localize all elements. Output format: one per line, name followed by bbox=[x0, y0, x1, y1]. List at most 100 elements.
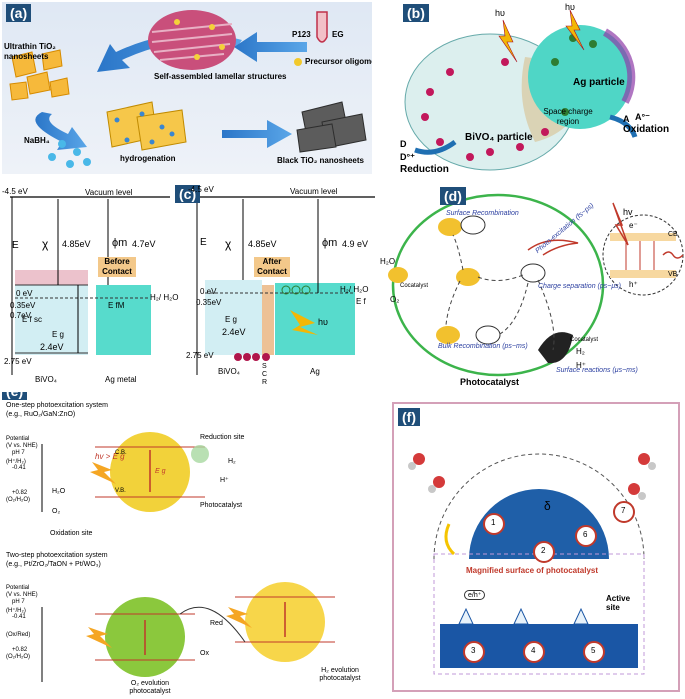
before-contact: Before Contact bbox=[98, 257, 136, 277]
phi-val-left: 4.7eV bbox=[132, 239, 156, 249]
panel-d: (d) hv Surface Recombination Photo-excit… bbox=[378, 185, 685, 390]
hydrogenation-label: hydrogenation bbox=[120, 154, 176, 163]
hplus-d: H⁺ bbox=[576, 361, 586, 370]
scr-label-c: S C R bbox=[262, 363, 268, 386]
o2h2o-1: (O₂/H₂O) bbox=[6, 497, 30, 503]
ag-right: Ag bbox=[310, 367, 320, 376]
panel-c-tag: (c) bbox=[175, 185, 201, 203]
hv2-label: hυ bbox=[565, 2, 575, 12]
charge-sep-label: Charge separation (ps~μs) bbox=[538, 283, 622, 290]
neg45-right: -4.5 eV bbox=[188, 185, 214, 194]
panel-f-tag: (f) bbox=[398, 408, 420, 426]
hv-c: hυ bbox=[318, 317, 328, 327]
e-right: E bbox=[200, 237, 207, 248]
vs-nhe-2: (V vs. NHE) bbox=[6, 592, 38, 598]
panel-a-tag: (a) bbox=[6, 4, 32, 22]
eg-val-right: 2.4eV bbox=[222, 327, 246, 337]
bivo4-right: BiVO₄ bbox=[218, 367, 240, 376]
ef-right: E f bbox=[356, 297, 366, 306]
bivo4-label: BiVO₄ particle bbox=[465, 132, 533, 143]
scr-label: Space charge region bbox=[543, 107, 593, 126]
ag-particle bbox=[528, 25, 632, 129]
panel-a-illustration bbox=[9, 10, 367, 168]
eg-val-left: 2.4eV bbox=[40, 342, 64, 352]
p082-2: +0.82 bbox=[12, 647, 28, 653]
phi-val-right: 4.9 eV bbox=[342, 239, 369, 249]
chi-val-right: 4.85eV bbox=[248, 239, 277, 249]
surf-rec-label: Surface Recombination bbox=[446, 210, 519, 217]
h2-1: H₂ bbox=[228, 458, 236, 465]
panel-b: (b) hυ hυ Ag particle Space charge regio… bbox=[395, 2, 681, 180]
num-1: 1 bbox=[491, 518, 496, 527]
ph7-1: pH 7 bbox=[12, 450, 25, 456]
hplus-1: H⁺ bbox=[220, 477, 229, 484]
oligomer-label: Precursor oligomer bbox=[305, 57, 372, 66]
delta-label: δ bbox=[544, 499, 551, 513]
panel-b-illustration bbox=[404, 9, 638, 171]
vac-right: Vacuum level bbox=[290, 187, 338, 196]
v07-left: 0.7eV bbox=[10, 311, 31, 320]
ph7-2: pH 7 bbox=[12, 599, 25, 605]
reduction-label: Reduction bbox=[400, 164, 449, 175]
after-contact: After Contact bbox=[254, 257, 290, 277]
h2-evo-label: H₂ evolution photocatalyst bbox=[319, 667, 361, 682]
o2-1: O₂ bbox=[52, 508, 61, 515]
panel-e-tag: (e) bbox=[2, 392, 28, 400]
ultrathin-label: Ultrathin TiO₂ nanosheets bbox=[4, 42, 56, 61]
ag-particle-label: Ag particle bbox=[573, 77, 625, 88]
m041-2: -0.41 bbox=[12, 614, 26, 620]
eg-label: EG bbox=[332, 30, 344, 39]
num-5: 5 bbox=[591, 646, 596, 655]
o2h2o-2: (O₂/H₂O) bbox=[6, 654, 30, 660]
electron-ovals bbox=[460, 215, 546, 345]
zero-right: 0 eV bbox=[200, 287, 217, 296]
surf-react-label: Surface reactions (μs~ms) bbox=[556, 367, 638, 374]
vac-left: Vacuum level bbox=[85, 188, 133, 197]
chi-val-left: 4.85eV bbox=[62, 239, 91, 249]
neg45-left: -4.5 eV bbox=[2, 187, 28, 196]
one-step-title: One-step photoexcitation system bbox=[6, 402, 108, 409]
num-6: 6 bbox=[583, 530, 588, 539]
a-label: A bbox=[623, 114, 630, 124]
magnified-label: Magnified surface of photocatalyst bbox=[466, 566, 599, 575]
active-site-label: Active site bbox=[606, 594, 631, 612]
hydrogenated-sheets bbox=[106, 101, 187, 151]
h2-d: H₂ bbox=[576, 347, 585, 356]
phi-right: ϕm bbox=[322, 237, 338, 249]
num-2: 2 bbox=[541, 546, 546, 555]
panel-e: (e) One-step photoexcitation system (e.g… bbox=[0, 392, 385, 698]
v035-left: 0.35eV bbox=[10, 301, 36, 310]
p123-tube bbox=[316, 11, 328, 43]
one-step-eg: (e.g., RuO₂/GaN:ZnO) bbox=[6, 411, 76, 418]
photocatalyst-e: Photocatalyst bbox=[200, 502, 243, 509]
cb-label-d: CB bbox=[668, 231, 678, 238]
eg-right: E g bbox=[225, 315, 238, 324]
panel-d-tag: (d) bbox=[440, 187, 466, 205]
hv1-label: hυ bbox=[495, 8, 505, 18]
v035-right: 0.35eV bbox=[196, 298, 222, 307]
panel-e-illustration bbox=[41, 432, 335, 682]
arrow-right bbox=[234, 32, 307, 62]
panel-b-tag: (b) bbox=[403, 4, 429, 22]
h2o-1: H₂O bbox=[52, 488, 66, 495]
p123-label: P123 bbox=[292, 30, 311, 39]
black-sheets bbox=[296, 101, 367, 153]
h2o-d: H₂O bbox=[380, 257, 396, 266]
v275-left: 2.75 eV bbox=[4, 357, 32, 366]
panel-f-illustration bbox=[408, 453, 656, 675]
oxidation-site: Oxidation site bbox=[50, 530, 93, 537]
efm-label: E fM bbox=[108, 301, 125, 310]
dplus-label: D°⁺ bbox=[400, 152, 415, 162]
h2h2o-left: H₂/ H₂O bbox=[150, 293, 179, 302]
num-7: 7 bbox=[621, 506, 626, 515]
lamellar-structure bbox=[148, 10, 236, 70]
zero-left: 0 eV bbox=[16, 289, 33, 298]
efsc-label: E f sc bbox=[22, 315, 43, 324]
hole-ovals bbox=[388, 218, 480, 344]
oxred-2: (Ox/Red) bbox=[6, 632, 31, 638]
num-3: 3 bbox=[471, 646, 476, 655]
hh2-2: (H⁺/H₂) bbox=[6, 608, 26, 614]
eminus-d: e⁻ bbox=[629, 221, 638, 230]
photocatalyst-label-d: Photocatalyst bbox=[460, 377, 520, 387]
black-label: Black TiO₂ nanosheets bbox=[277, 156, 364, 165]
